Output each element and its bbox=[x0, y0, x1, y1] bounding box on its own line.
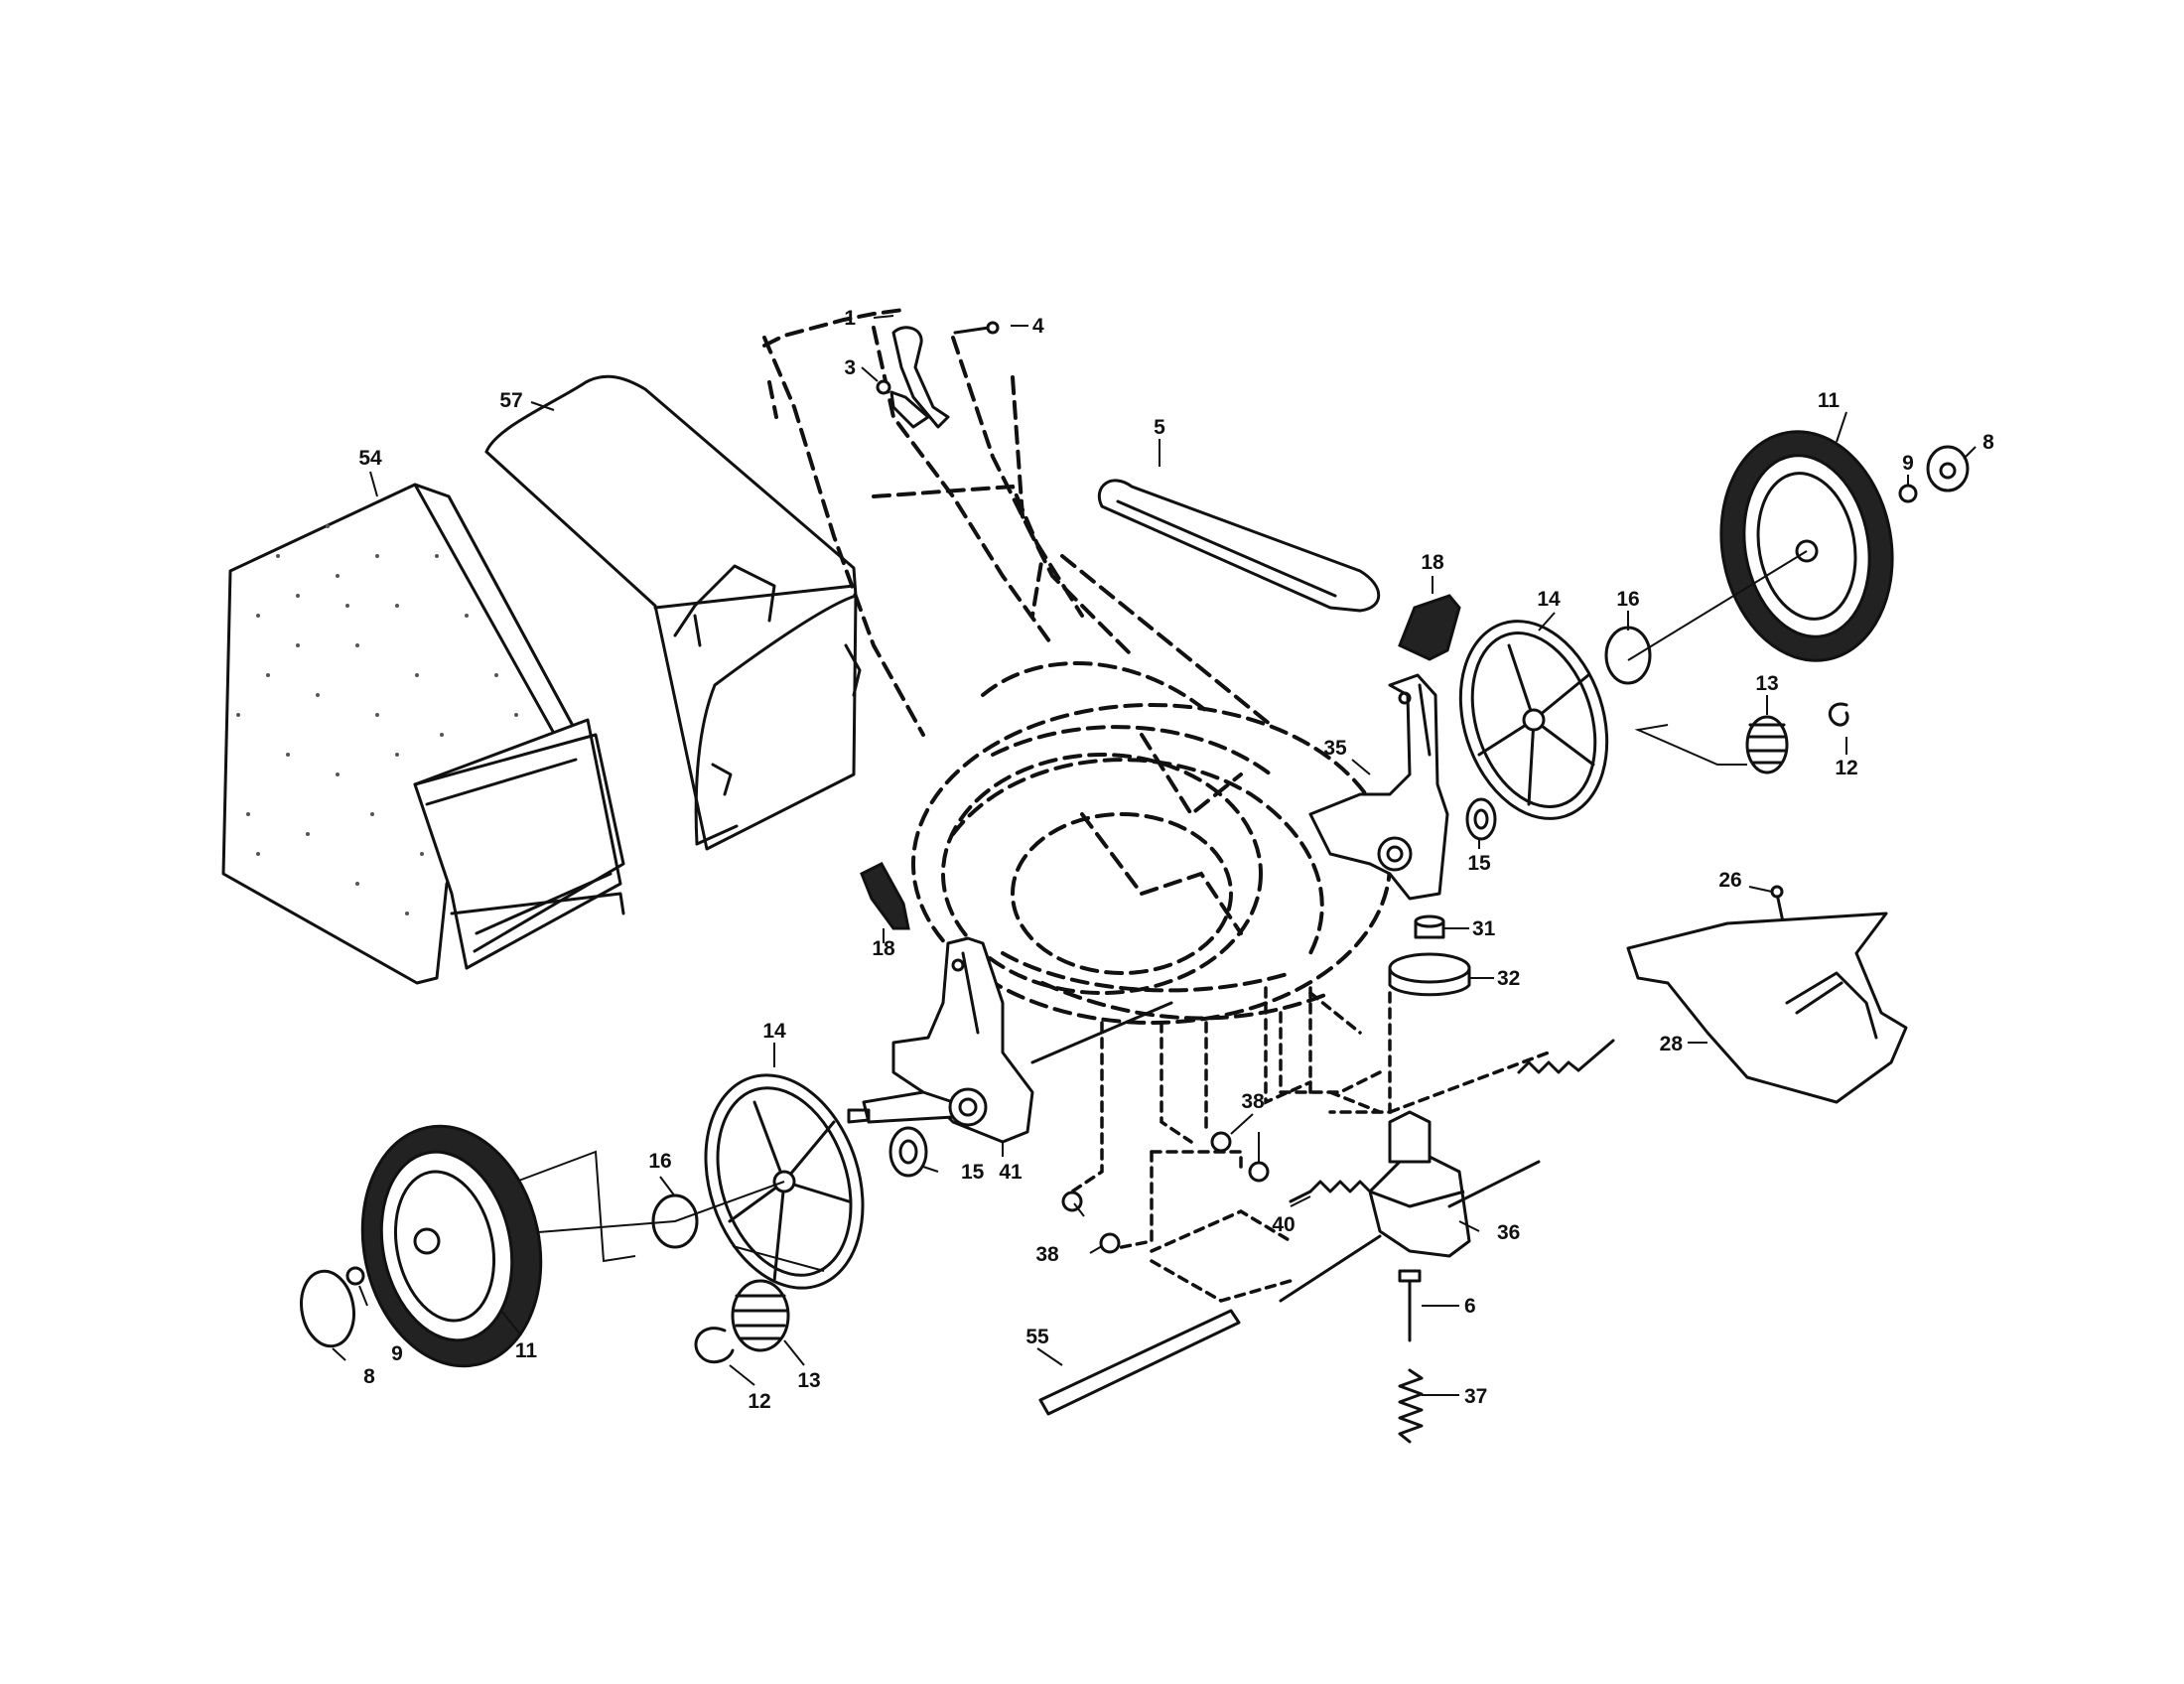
callout-16-lower: 16 bbox=[648, 1150, 671, 1173]
callout-54: 54 bbox=[358, 447, 382, 470]
callout-8-upper: 8 bbox=[1982, 431, 1994, 454]
callout-55: 55 bbox=[1025, 1326, 1049, 1348]
gear-13-lower bbox=[731, 1245, 825, 1352]
callout-35: 35 bbox=[1323, 737, 1347, 760]
grass-bag-54 bbox=[221, 483, 625, 985]
callout-1: 1 bbox=[844, 307, 856, 330]
callout-28: 28 bbox=[1660, 1033, 1684, 1055]
bearing-15-lower bbox=[888, 1126, 928, 1178]
rear-shield-28 bbox=[1626, 912, 1908, 1104]
plug-31 bbox=[1414, 914, 1445, 939]
clip-12-lower bbox=[694, 1327, 735, 1364]
spring-upper bbox=[1517, 1039, 1615, 1074]
callout-3: 3 bbox=[844, 356, 856, 379]
callout-9-upper: 9 bbox=[1902, 452, 1914, 475]
height-adjuster-35 bbox=[1308, 673, 1449, 901]
callouts: 1 3 4 5 54 57 18 14 16 11 9 8 35 13 12 1… bbox=[332, 307, 1994, 1413]
callout-11-upper: 11 bbox=[1818, 389, 1841, 412]
callout-14-lower: 14 bbox=[762, 1020, 786, 1043]
fastener-9-upper bbox=[1898, 484, 1918, 503]
callout-6: 6 bbox=[1464, 1295, 1476, 1318]
callout-12-lower: 12 bbox=[748, 1390, 770, 1413]
cap-32 bbox=[1388, 952, 1471, 997]
cover-18-upper bbox=[1398, 594, 1461, 661]
callout-11-lower: 11 bbox=[515, 1339, 538, 1362]
callout-40: 40 bbox=[1272, 1213, 1295, 1236]
callout-31: 31 bbox=[1472, 917, 1496, 940]
gear-13-upper bbox=[1745, 715, 1789, 774]
callout-15-upper: 15 bbox=[1467, 852, 1491, 875]
cover-18-lower bbox=[860, 862, 910, 930]
fastener-9-lower bbox=[345, 1266, 365, 1286]
bag-frame-57 bbox=[484, 374, 862, 851]
callout-4: 4 bbox=[1032, 315, 1044, 338]
drive-belt-5 bbox=[1097, 479, 1381, 613]
callout-16-upper: 16 bbox=[1616, 588, 1639, 611]
assembly-lines bbox=[1070, 986, 1551, 1303]
callout-37: 37 bbox=[1464, 1385, 1487, 1408]
callout-15-lower: 15 bbox=[961, 1161, 985, 1184]
callout-41: 41 bbox=[999, 1161, 1023, 1184]
callout-13-upper: 13 bbox=[1755, 672, 1778, 695]
callout-12-upper: 12 bbox=[1835, 757, 1857, 779]
cap-8-upper bbox=[1926, 445, 1970, 492]
callout-38-b: 38 bbox=[1035, 1243, 1059, 1266]
wheel-11-lower bbox=[360, 1124, 785, 1368]
wheel-11-upper bbox=[1627, 430, 1894, 766]
callout-13-lower: 13 bbox=[797, 1369, 820, 1392]
callout-14-upper: 14 bbox=[1537, 588, 1561, 611]
handle-control-assembly bbox=[762, 308, 1000, 429]
height-adjuster-41 bbox=[847, 936, 1173, 1144]
callout-9-lower: 9 bbox=[391, 1342, 403, 1365]
clip-12-upper bbox=[1828, 702, 1849, 727]
callout-36: 36 bbox=[1497, 1221, 1520, 1244]
hubcap-14-upper bbox=[1458, 620, 1609, 820]
callout-18-upper: 18 bbox=[1421, 551, 1444, 574]
callout-32: 32 bbox=[1497, 967, 1520, 990]
callout-26: 26 bbox=[1718, 869, 1741, 892]
callout-38-a: 38 bbox=[1241, 1090, 1265, 1113]
callout-18-lower: 18 bbox=[872, 937, 895, 960]
callout-57: 57 bbox=[499, 389, 522, 412]
bearing-15-upper bbox=[1465, 797, 1497, 841]
washer-16-upper bbox=[1604, 626, 1652, 685]
callout-8-lower: 8 bbox=[363, 1365, 375, 1388]
callout-5: 5 bbox=[1154, 416, 1165, 439]
cap-8-lower bbox=[300, 1269, 355, 1348]
phantom-handle-and-deck bbox=[762, 326, 1392, 1025]
spring-37 bbox=[1398, 1368, 1424, 1444]
bolt-6 bbox=[1398, 1269, 1422, 1342]
transmission-36 bbox=[1279, 1110, 1541, 1303]
axle-55 bbox=[1038, 1309, 1241, 1416]
